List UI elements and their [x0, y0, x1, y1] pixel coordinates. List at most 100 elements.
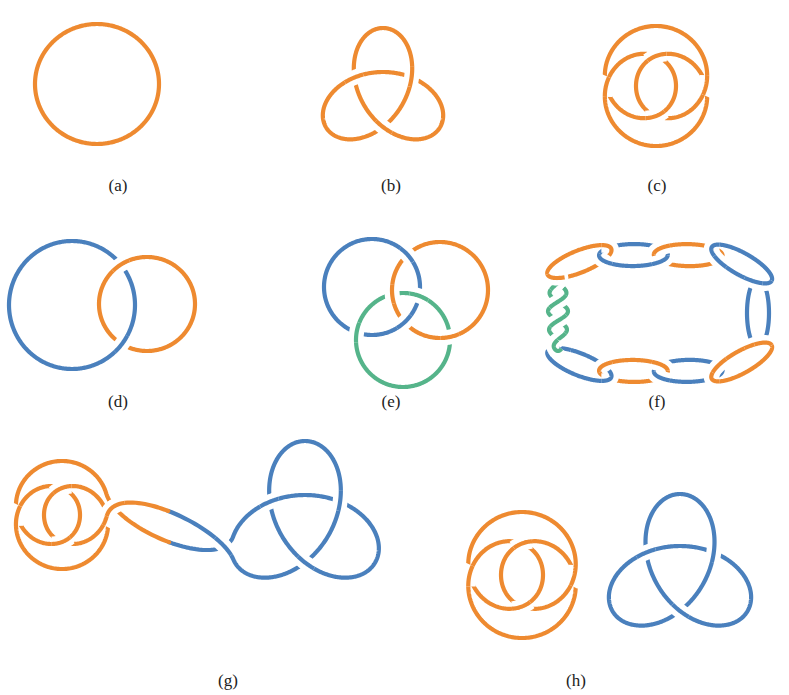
over-crossing: [652, 362, 668, 371]
knot-strand: [550, 295, 566, 308]
over-crossing: [441, 334, 459, 338]
over-crossing: [601, 245, 611, 255]
over-crossing: [54, 486, 72, 493]
crossing-gap: [298, 557, 314, 569]
knot-strand: [468, 566, 472, 587]
figure-eight-knot: [468, 512, 575, 638]
knot-strand: [648, 54, 667, 61]
figure-eight-knot: [605, 26, 707, 146]
knot-strand: [392, 285, 394, 304]
figure-label: (d): [108, 392, 128, 412]
knot-strand: [712, 542, 715, 562]
knot-strand: [323, 28, 443, 139]
unknot: [35, 24, 159, 144]
knot-strand: [410, 67, 412, 87]
knot-strand: [652, 255, 668, 264]
crossing-gap: [215, 538, 231, 555]
knot-strand: [356, 293, 450, 387]
crossing-gap: [601, 245, 611, 255]
over-crossing: [345, 75, 363, 83]
crossing-gap: [652, 362, 668, 371]
knot-strand: [654, 246, 670, 255]
knot-strand: [54, 486, 72, 493]
knot-strand: [745, 278, 763, 284]
over-crossing: [410, 293, 429, 300]
figure-label: (f): [649, 392, 666, 412]
figure-label: (a): [109, 176, 128, 196]
chain-link: [547, 244, 772, 382]
knot-strand: [52, 537, 70, 544]
knot-strand: [571, 565, 576, 585]
over-crossing: [52, 537, 70, 544]
figure-label: (e): [382, 392, 401, 412]
over-crossing: [554, 340, 562, 351]
knot-strand: [547, 274, 564, 278]
crossing-gap: [654, 372, 670, 381]
knot-strand: [298, 557, 314, 569]
crossing-gap: [637, 549, 656, 557]
crossing-gap: [712, 542, 715, 562]
knot-strand: [637, 549, 656, 557]
knot-strand: [654, 372, 670, 381]
crossing-gap: [52, 537, 70, 544]
over-crossing: [648, 54, 667, 61]
knot-strand: [512, 602, 530, 609]
figure-label: (c): [648, 176, 667, 196]
crossing-gap: [654, 246, 670, 255]
crossing-gap: [514, 541, 532, 548]
crossing-gap: [703, 75, 707, 95]
figure-label: (h): [566, 671, 586, 691]
over-crossing: [215, 538, 231, 555]
over-crossing: [338, 491, 340, 511]
crossing-gap: [107, 503, 125, 516]
connected-sum-knot: [16, 441, 379, 578]
over-crossing: [646, 111, 665, 118]
knot-strand: [547, 245, 611, 278]
crossing-gap: [648, 54, 667, 61]
over-crossing: [392, 285, 394, 304]
crossing-gap: [338, 491, 340, 511]
crossing-gap: [54, 486, 72, 493]
over-crossing: [571, 565, 576, 585]
knot-strand: [711, 245, 772, 284]
over-crossing: [673, 605, 689, 617]
trefoil-knot: [609, 494, 751, 626]
knot-strand: [324, 239, 420, 335]
crossing-gap: [356, 323, 359, 343]
over-crossing: [356, 323, 359, 343]
knot-strand: [9, 241, 135, 369]
knot-strand: [376, 121, 392, 133]
crossing-gap: [376, 121, 392, 133]
crossing-gap: [711, 245, 719, 256]
over-crossing: [113, 260, 129, 270]
figure-label: (g): [218, 671, 238, 691]
over-crossing: [115, 336, 127, 352]
over-crossing: [107, 503, 125, 516]
crossing-gap: [441, 334, 459, 338]
over-crossing: [550, 295, 566, 308]
knot-strand: [345, 75, 363, 83]
over-crossing: [745, 278, 763, 284]
knot-strand: [601, 371, 611, 381]
knot-strand: [99, 257, 195, 351]
over-crossing: [410, 67, 412, 87]
knot-strand: [601, 245, 611, 255]
crossing-gap: [410, 293, 429, 300]
over-crossing: [711, 245, 719, 256]
over-crossing: [703, 75, 707, 95]
crossing-gap: [392, 285, 394, 304]
crossing-gap: [113, 260, 129, 270]
knot-strand: [646, 111, 665, 118]
crossing-gap: [646, 111, 665, 118]
knot-strand: [113, 260, 129, 270]
crossing-gap: [260, 499, 278, 507]
over-crossing: [550, 315, 566, 327]
crossing-gap: [745, 278, 763, 284]
crossing-gap: [554, 340, 562, 351]
crossing-gap: [550, 315, 566, 327]
crossing-gap: [550, 295, 566, 308]
knot-strand: [609, 494, 751, 626]
knot-strand: [338, 491, 340, 511]
knot-strand: [711, 245, 719, 256]
